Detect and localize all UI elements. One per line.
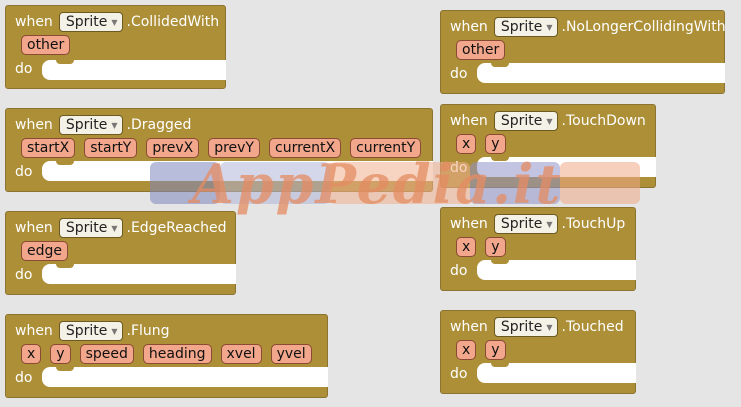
param-currentx[interactable]: currentX	[269, 138, 342, 158]
param-xvel[interactable]: xvel	[220, 344, 262, 364]
param-x[interactable]: x	[456, 237, 477, 257]
when-label: when	[15, 323, 53, 339]
dropdown-arrow-icon: ▼	[111, 223, 118, 233]
component-dropdown[interactable]: Sprite▼	[493, 17, 558, 37]
event-block-no-longer-colliding-with[interactable]: when Sprite▼ .NoLongerCollidingWith othe…	[440, 10, 726, 94]
param-y[interactable]: y	[50, 344, 71, 364]
event-name: .TouchUp	[561, 216, 626, 232]
do-slot[interactable]	[477, 157, 656, 177]
when-label: when	[15, 117, 53, 133]
do-slot[interactable]	[42, 367, 328, 387]
do-label: do	[15, 267, 33, 283]
dropdown-arrow-icon: ▼	[546, 116, 553, 126]
do-slot[interactable]	[42, 60, 226, 80]
param-other[interactable]: other	[456, 40, 506, 60]
when-label: when	[450, 216, 488, 232]
param-y[interactable]: y	[485, 237, 506, 257]
do-slot[interactable]	[477, 363, 636, 383]
component-dropdown[interactable]: Sprite▼	[493, 111, 558, 131]
do-slot[interactable]	[477, 63, 725, 83]
event-name: .TouchDown	[561, 113, 646, 129]
do-label: do	[15, 164, 33, 180]
when-label: when	[450, 319, 488, 335]
dropdown-arrow-icon: ▼	[546, 22, 553, 32]
param-prevy[interactable]: prevY	[208, 138, 260, 158]
component-dropdown[interactable]: Sprite▼	[493, 214, 558, 234]
event-block-touch-down[interactable]: when Sprite▼ .TouchDown x y do	[440, 104, 656, 188]
param-other[interactable]: other	[21, 35, 71, 55]
event-name: .EdgeReached	[126, 220, 227, 236]
event-block-edge-reached[interactable]: when Sprite▼ .EdgeReached edge do	[5, 211, 236, 295]
param-x[interactable]: x	[456, 134, 477, 154]
param-x[interactable]: x	[21, 344, 42, 364]
dropdown-arrow-icon: ▼	[111, 326, 118, 336]
component-dropdown[interactable]: Sprite▼	[58, 12, 123, 32]
do-slot[interactable]	[42, 161, 433, 181]
do-slot[interactable]	[477, 260, 636, 280]
when-label: when	[450, 113, 488, 129]
param-yvel[interactable]: yvel	[270, 344, 312, 364]
event-name: .Touched	[561, 319, 624, 335]
do-label: do	[450, 263, 468, 279]
param-startx[interactable]: startX	[21, 138, 76, 158]
component-dropdown[interactable]: Sprite▼	[58, 218, 123, 238]
param-currenty[interactable]: currentY	[350, 138, 422, 158]
param-starty[interactable]: startY	[84, 138, 138, 158]
do-label: do	[450, 366, 468, 382]
component-dropdown[interactable]: Sprite▼	[58, 321, 123, 341]
event-block-dragged[interactable]: when Sprite▼ .Dragged startX startY prev…	[5, 108, 433, 192]
param-y[interactable]: y	[485, 340, 506, 360]
param-prevx[interactable]: prevX	[146, 138, 200, 158]
dropdown-arrow-icon: ▼	[111, 120, 118, 130]
do-slot[interactable]	[42, 264, 236, 284]
param-edge[interactable]: edge	[21, 241, 68, 261]
dropdown-arrow-icon: ▼	[546, 322, 553, 332]
when-label: when	[15, 220, 53, 236]
component-dropdown[interactable]: Sprite▼	[493, 317, 558, 337]
event-block-collided-with[interactable]: when Sprite▼ .CollidedWith other do	[5, 5, 226, 89]
event-name: .CollidedWith	[126, 14, 220, 30]
param-x[interactable]: x	[456, 340, 477, 360]
do-label: do	[15, 370, 33, 386]
do-label: do	[450, 66, 468, 82]
event-name: .Dragged	[126, 117, 192, 133]
param-speed[interactable]: speed	[79, 344, 134, 364]
event-name: .Flung	[126, 323, 170, 339]
when-label: when	[450, 19, 488, 35]
param-heading[interactable]: heading	[142, 344, 212, 364]
event-name: .NoLongerCollidingWith	[561, 19, 726, 35]
do-label: do	[15, 61, 33, 77]
event-block-touched[interactable]: when Sprite▼ .Touched x y do	[440, 310, 636, 394]
event-block-touch-up[interactable]: when Sprite▼ .TouchUp x y do	[440, 207, 636, 291]
dropdown-arrow-icon: ▼	[546, 219, 553, 229]
when-label: when	[15, 14, 53, 30]
dropdown-arrow-icon: ▼	[111, 17, 118, 27]
do-label: do	[450, 160, 468, 176]
component-dropdown[interactable]: Sprite▼	[58, 115, 123, 135]
event-block-flung[interactable]: when Sprite▼ .Flung x y speed heading xv…	[5, 314, 328, 398]
param-y[interactable]: y	[485, 134, 506, 154]
